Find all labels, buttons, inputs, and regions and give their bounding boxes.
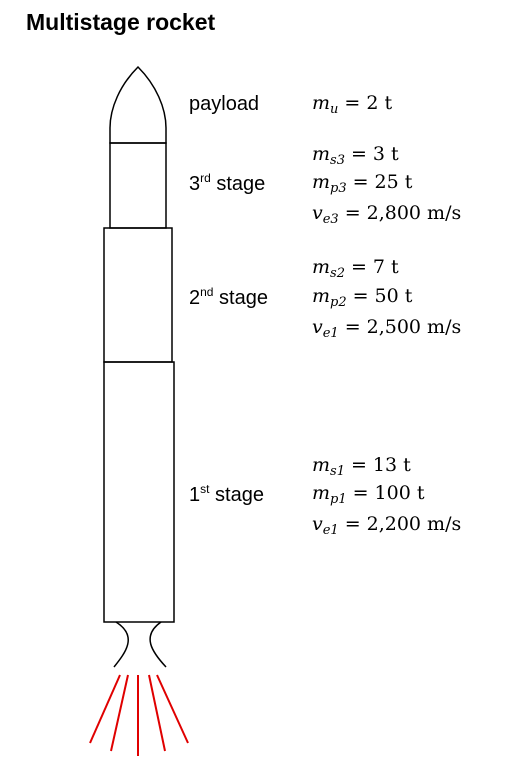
stage-word: stage bbox=[213, 287, 268, 309]
stage1-propellant-mass: mp1 =100 t bbox=[312, 482, 425, 507]
formula-symbol: v bbox=[312, 202, 323, 224]
stage2-exhaust-velocity: ve1 =2,500 m/s bbox=[312, 316, 462, 341]
payload-label: payload bbox=[189, 93, 259, 116]
formula-subscript: e1 bbox=[322, 523, 339, 538]
exhaust-line bbox=[148, 674, 166, 752]
stage-ordinal-suffix: st bbox=[200, 482, 210, 496]
stage1-label: 1st stage bbox=[189, 482, 264, 507]
exhaust-line bbox=[110, 674, 129, 752]
formula-symbol: m bbox=[312, 285, 331, 307]
equals-sign: = bbox=[350, 143, 367, 165]
stage2-label: 2nd stage bbox=[189, 285, 268, 310]
formula-value: 2,200 m/s bbox=[366, 513, 462, 535]
exhaust-line bbox=[156, 674, 189, 744]
stage3-label: 3rd stage bbox=[189, 171, 266, 196]
formula-value: 50 t bbox=[374, 285, 413, 307]
formula-symbol: v bbox=[312, 316, 323, 338]
stage3-structure-mass: ms3 =3 t bbox=[312, 143, 399, 168]
formula-value: 2,800 m/s bbox=[366, 202, 462, 224]
equals-sign: = bbox=[344, 202, 361, 224]
formula-subscript: p2 bbox=[330, 295, 347, 310]
formula-subscript: s3 bbox=[330, 153, 345, 168]
formula-value: 25 t bbox=[374, 171, 413, 193]
stage1-exhaust-velocity: ve1 =2,200 m/s bbox=[312, 513, 462, 538]
stage-label-text: payload bbox=[189, 93, 260, 115]
formula-value: 2 t bbox=[366, 92, 393, 114]
exhaust-line bbox=[89, 674, 121, 744]
stage-word: stage bbox=[209, 484, 264, 506]
stage3-propellant-mass: mp3 =25 t bbox=[312, 171, 413, 196]
stage1-structure-mass: ms1 =13 t bbox=[312, 454, 411, 479]
stage-number: 3 bbox=[189, 173, 201, 195]
stage3-exhaust-velocity: ve3 =2,800 m/s bbox=[312, 202, 462, 227]
formula-value: 3 t bbox=[372, 143, 399, 165]
formula-subscript: e3 bbox=[322, 212, 339, 227]
exhaust-flames bbox=[89, 674, 189, 756]
formula-subscript: u bbox=[330, 102, 339, 117]
formula-subscript: s1 bbox=[330, 464, 345, 479]
payload-mass-formula: mu =2 t bbox=[312, 92, 393, 117]
formula-value: 100 t bbox=[374, 482, 425, 504]
formula-symbol: v bbox=[312, 513, 323, 535]
formula-symbol: m bbox=[312, 454, 331, 476]
stage-number: 2 bbox=[189, 287, 201, 309]
formula-symbol: m bbox=[312, 171, 331, 193]
formula-subscript: p3 bbox=[330, 181, 347, 196]
formula-symbol: m bbox=[312, 482, 331, 504]
equals-sign: = bbox=[350, 454, 367, 476]
formula-symbol: m bbox=[312, 143, 331, 165]
nozzle-left bbox=[113, 621, 129, 668]
formula-subscript: p1 bbox=[330, 492, 347, 507]
nozzle-right bbox=[149, 621, 167, 668]
stage2-propellant-mass: mp2 =50 t bbox=[312, 285, 413, 310]
formula-subscript: e1 bbox=[322, 326, 339, 341]
equals-sign: = bbox=[352, 171, 369, 193]
stage-number: 1 bbox=[189, 484, 201, 506]
payload-nose-cone bbox=[109, 65, 167, 144]
formula-value: 2,500 m/s bbox=[366, 316, 462, 338]
stage-ordinal-suffix: rd bbox=[200, 171, 211, 185]
equals-sign: = bbox=[344, 316, 361, 338]
formula-subscript: s2 bbox=[330, 266, 345, 281]
equals-sign: = bbox=[344, 92, 361, 114]
stage1-body bbox=[103, 361, 175, 623]
formula-value: 13 t bbox=[372, 454, 411, 476]
equals-sign: = bbox=[352, 482, 369, 504]
equals-sign: = bbox=[350, 256, 367, 278]
formula-value: 7 t bbox=[372, 256, 399, 278]
equals-sign: = bbox=[344, 513, 361, 535]
equals-sign: = bbox=[352, 285, 369, 307]
stage2-structure-mass: ms2 =7 t bbox=[312, 256, 399, 281]
diagram-title: Multistage rocket bbox=[26, 9, 216, 35]
stage-ordinal-suffix: nd bbox=[200, 285, 214, 299]
stage2-body bbox=[103, 227, 173, 363]
stage-word: stage bbox=[210, 173, 266, 195]
formula-symbol: m bbox=[312, 92, 331, 114]
stage3-body bbox=[109, 142, 167, 229]
formula-symbol: m bbox=[312, 256, 331, 278]
